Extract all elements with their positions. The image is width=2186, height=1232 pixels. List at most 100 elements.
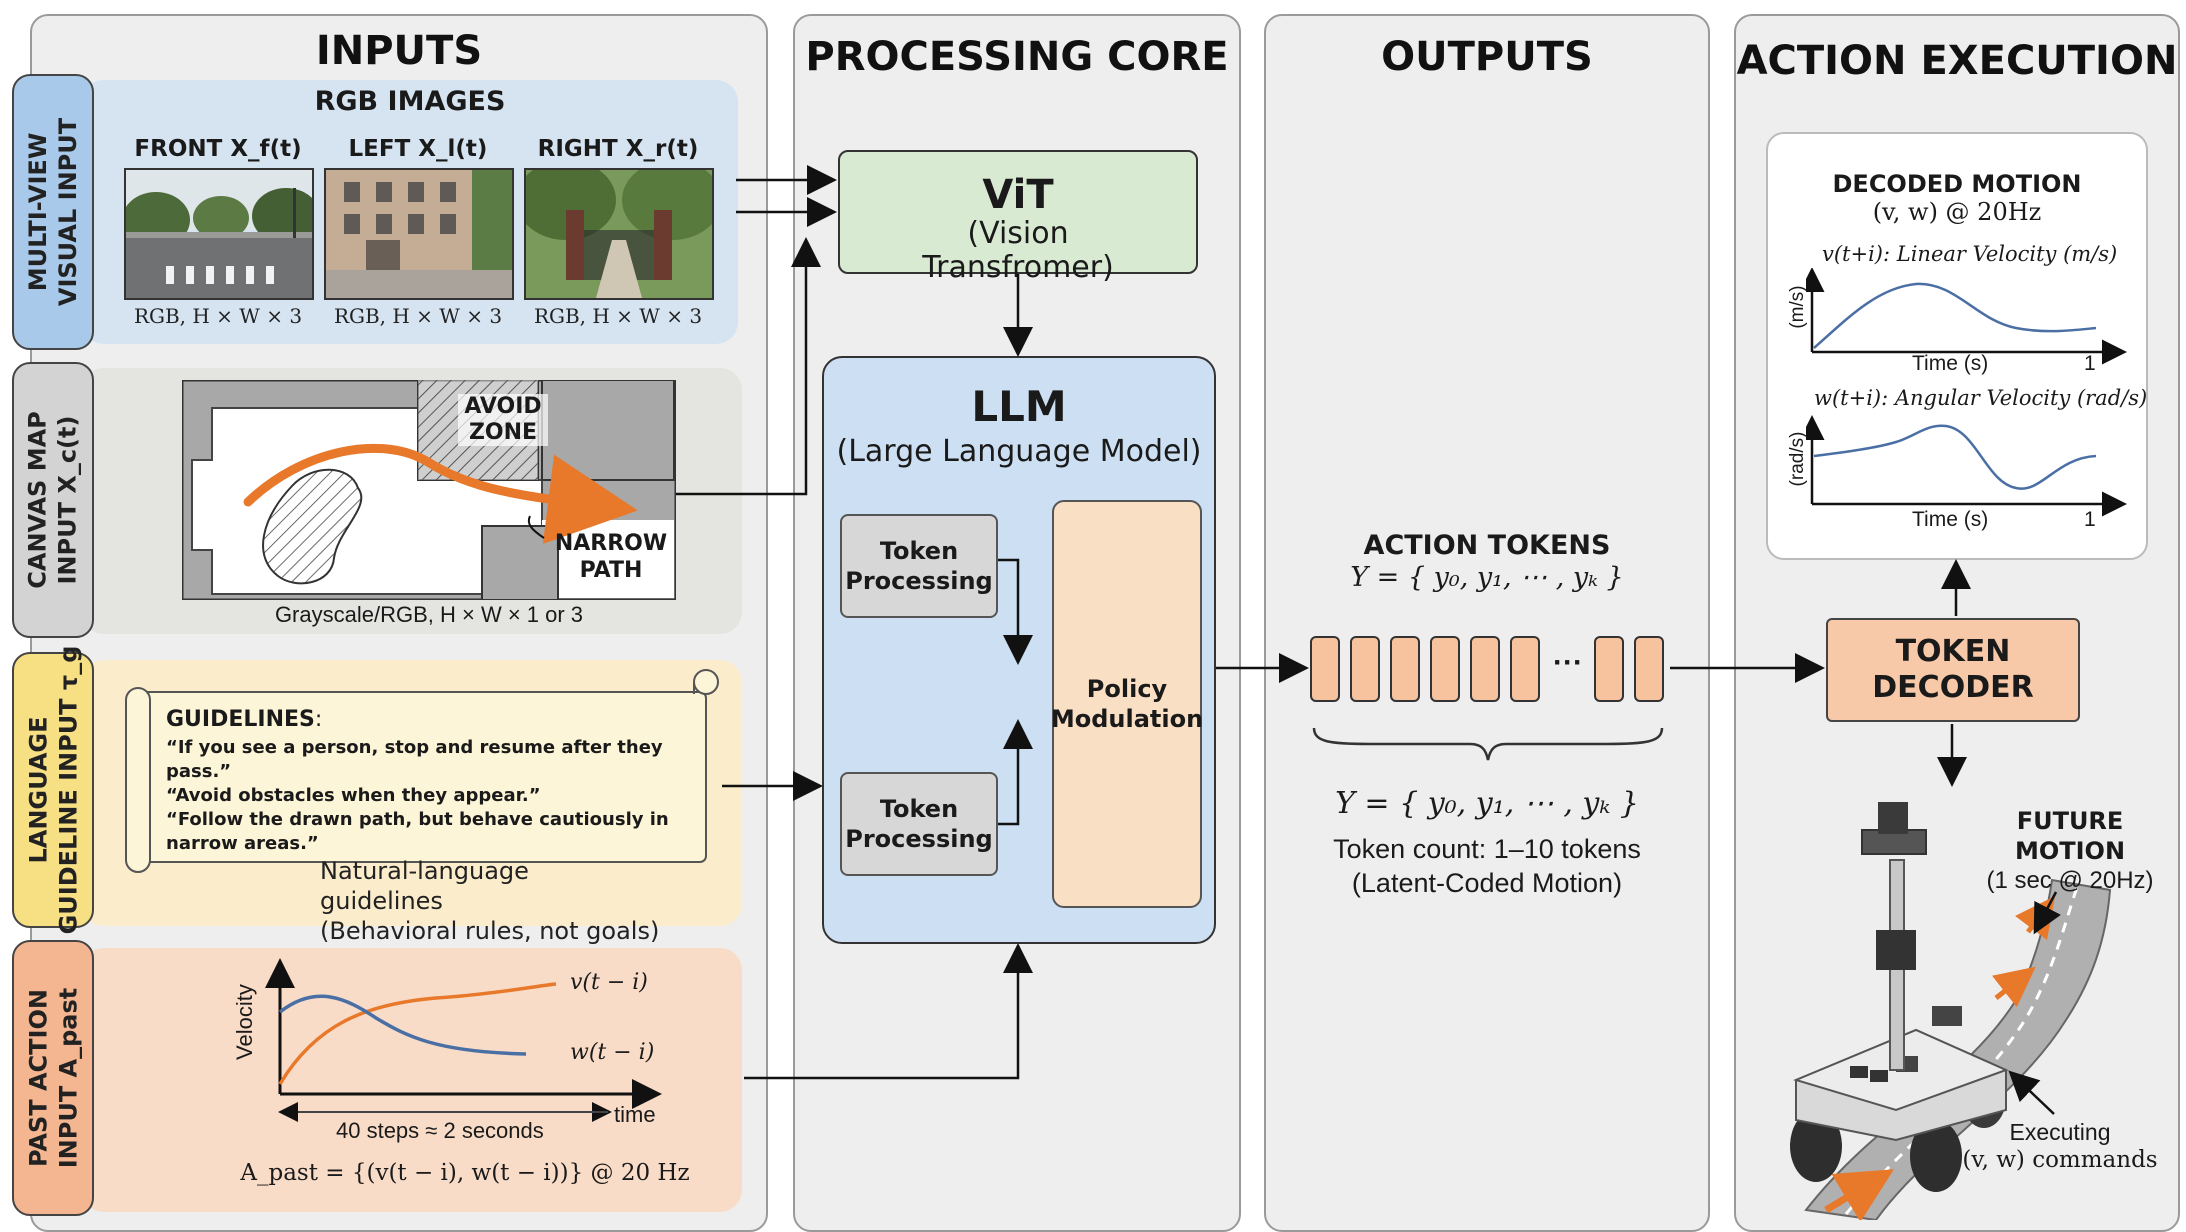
action-tokens-formula-bottom: Y = { y₀, y₁, ⋯ , yₖ } <box>1335 786 1639 821</box>
decoded-motion-title: DECODED MOTION <box>1832 170 2082 198</box>
angular-velocity-unit: (rad/s) <box>1787 431 1808 487</box>
guideline-rule-2: “Avoid obstacles when they appear.” <box>166 785 541 806</box>
processing-column-title: PROCESSING CORE <box>805 34 1229 80</box>
past-action-x-label: time <box>614 1102 656 1127</box>
action-token-k <box>1634 636 1664 702</box>
action-token-2 <box>1350 636 1380 702</box>
narrow-path-label: NARROW PATH <box>546 530 676 584</box>
front-camera-image <box>124 168 314 300</box>
action-token-4 <box>1430 636 1460 702</box>
future-motion-line3: (1 sec @ 20Hz) <box>1986 867 2154 894</box>
token-processing-top: Token Processing <box>840 514 998 618</box>
right-camera-label: RIGHT X_r(t) <box>537 136 699 162</box>
action-tokens-heading: ACTION TOKENS <box>1363 530 1611 561</box>
angular-velocity-title: w(t+i): Angular Velocity (rad/s) <box>1814 386 2148 410</box>
angular-time-end: 1 <box>2084 508 2096 531</box>
outputs-column: OUTPUTS <box>1264 14 1710 1232</box>
future-motion-line1: FUTURE <box>2016 807 2124 835</box>
action-tokens-formula-top: Y = { y₀, y₁, ⋯ , yₖ } <box>1350 562 1624 593</box>
left-camera-label: LEFT X_l(t) <box>348 136 488 162</box>
policy-modulation-line1: Policy <box>1086 675 1168 703</box>
multiview-tab-line1: MULTI-VIEW <box>24 132 53 292</box>
past-action-y-label: Velocity <box>232 984 257 1060</box>
avoid-zone-line2: ZONE <box>468 420 538 445</box>
guidelines-note-line2: guidelines <box>320 887 443 915</box>
token-processing-bottom: Token Processing <box>840 772 998 876</box>
canvas-tab-line1: CANVAS MAP <box>24 411 53 589</box>
past-action-formula: A_past = {(v(t − i), w(t − i))} @ 20 Hz <box>240 1160 690 1186</box>
llm-subtitle: (Large Language Model) <box>836 434 1202 469</box>
executing-line2: (v, w) commands <box>1962 1147 2158 1173</box>
action-token-3 <box>1390 636 1420 702</box>
token-decoder-line2: DECODER <box>1872 670 2034 705</box>
token-processing-top-line1: Token <box>879 537 959 565</box>
rgb-images-title: RGB IMAGES <box>314 86 506 117</box>
policy-modulation-line2: Modulation <box>1050 705 1204 733</box>
action-token-ellipsis: ··· <box>1553 646 1583 679</box>
past-action-series-v: v(t − i) <box>570 970 648 995</box>
narrow-path-line2: PATH <box>579 558 643 583</box>
right-camera-caption: RGB, H × W × 3 <box>533 304 703 328</box>
policy-modulation-box: Policy Modulation <box>1050 500 1204 908</box>
token-processing-top-line2: Processing <box>845 567 993 595</box>
future-motion-line2: MOTION <box>2014 837 2126 865</box>
language-tab-line2: GUIDELINE INPUT τ_g <box>54 645 82 935</box>
token-brace <box>1312 727 1664 761</box>
angular-velocity-plot <box>1806 415 2127 517</box>
guidelines-scroll: GUIDELINES: “If you see a person, stop a… <box>124 664 724 878</box>
front-camera-label: FRONT X_f(t) <box>134 136 302 162</box>
guideline-rule-3: “Follow the drawn path, but behave cauti… <box>166 809 669 854</box>
latent-coded-motion: (Latent-Coded Motion) <box>1351 868 1623 898</box>
canvas-caption: Grayscale/RGB, H × W × 1 or 3 <box>274 602 584 627</box>
executing-line1: Executing <box>2009 1119 2111 1145</box>
linear-velocity-title: v(t+i): Linear Velocity (m/s) <box>1822 242 2118 266</box>
narrow-path-line1: NARROW <box>554 531 668 556</box>
guidelines-note-line3: (Behavioral rules, not goals) <box>320 917 660 945</box>
vit-subtitle-line2: Transfromer) <box>922 250 1114 285</box>
action-token-1 <box>1310 636 1340 702</box>
linear-time-end: 1 <box>2084 352 2096 375</box>
future-motion-label: FUTURE MOTION (1 sec @ 20Hz) <box>1960 806 2180 896</box>
canvas-tab-line2: INPUT X_c(t) <box>54 415 83 585</box>
action-token-6 <box>1510 636 1540 702</box>
action-token-5 <box>1470 636 1500 702</box>
inputs-column-title: INPUTS <box>315 28 483 74</box>
decoded-motion-panel <box>1766 132 2148 560</box>
vit-subtitle-line1: (Vision <box>967 216 1069 251</box>
past-action-tab-line1: PAST ACTION <box>24 989 52 1167</box>
left-camera-image <box>324 168 514 300</box>
angular-time-label: Time (s) <box>1912 508 1989 531</box>
front-camera-caption: RGB, H × W × 3 <box>133 304 303 328</box>
vit-title: ViT <box>982 172 1054 218</box>
right-camera-image <box>524 168 714 300</box>
vit-box: ViT (Vision Transfromer) <box>838 150 1198 285</box>
decoded-motion-subtitle: (v, w) @ 20Hz <box>1872 198 2042 226</box>
multiview-tab-line2: VISUAL INPUT <box>54 117 83 307</box>
outputs-column-title: OUTPUTS <box>1381 34 1593 80</box>
guidelines-colon: : <box>314 707 323 732</box>
action-column-title: ACTION EXECUTION <box>1736 38 2178 84</box>
past-action-span: 40 steps ≈ 2 seconds <box>336 1118 544 1143</box>
linear-time-label: Time (s) <box>1912 352 1989 375</box>
avoid-zone-line1: AVOID <box>464 394 542 419</box>
token-processing-bottom-line1: Token <box>879 795 959 823</box>
left-camera-caption: RGB, H × W × 3 <box>333 304 503 328</box>
token-count: Token count: 1–10 tokens <box>1333 834 1641 864</box>
llm-title: LLM <box>971 382 1067 431</box>
past-action-plot: Velocity v(t − i) w(t − i) time 40 steps… <box>232 954 676 1154</box>
guidelines-heading: GUIDELINES <box>166 707 315 732</box>
language-tab-line1: LANGUAGE <box>24 716 52 864</box>
canvas-map: AVOID ZONE NARROW PATH <box>180 378 678 602</box>
linear-velocity-plot <box>1806 268 2127 365</box>
avoid-zone-label: AVOID ZONE <box>458 394 548 446</box>
guidelines-note-line1: Natural-language <box>320 857 529 885</box>
executing-label: Executing (v, w) commands <box>1950 1118 2170 1174</box>
token-processing-bottom-line2: Processing <box>845 825 993 853</box>
token-decoder-line1: TOKEN <box>1895 634 2011 669</box>
action-token-k-minus-1 <box>1594 636 1624 702</box>
guidelines-note: Natural-language guidelines (Behavioral … <box>320 856 659 946</box>
